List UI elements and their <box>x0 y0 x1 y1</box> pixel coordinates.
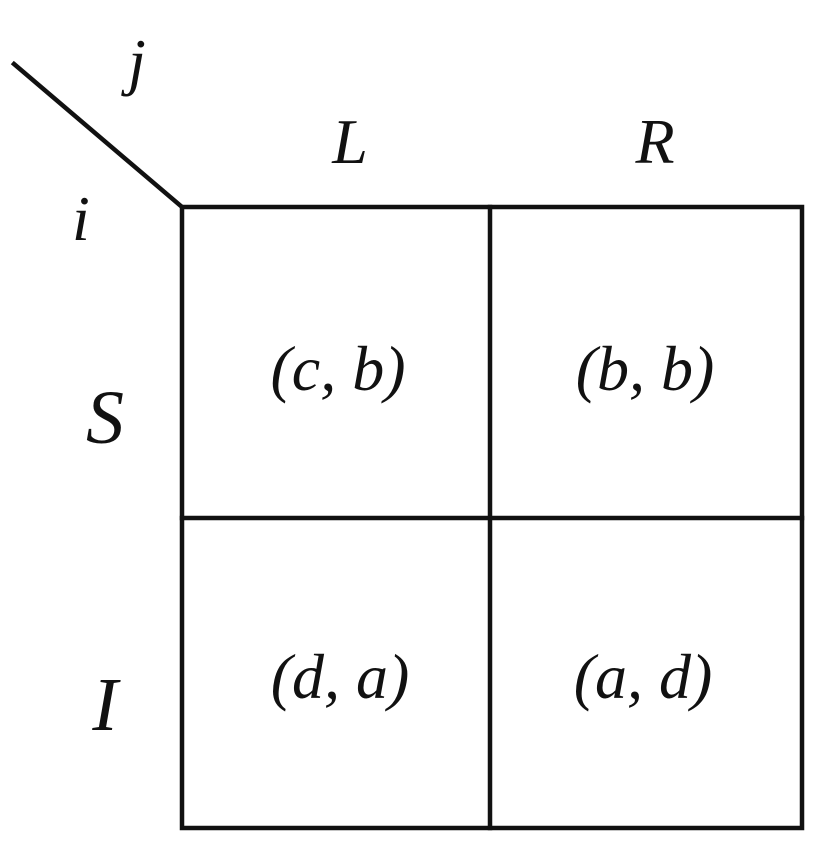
payoff-cell-s-r: (b, b) <box>576 333 715 404</box>
payoff-cell-s-l: (c, b) <box>270 333 405 404</box>
row-player-label: i <box>72 183 90 254</box>
payoff-cell-i-r: (a, d) <box>574 641 713 712</box>
row-header-i: I <box>91 663 121 747</box>
column-header-r: R <box>634 106 674 177</box>
corner-diagonal-line <box>10 60 186 211</box>
payoff-cell-i-l: (d, a) <box>271 641 410 712</box>
row-header-s: S <box>86 376 124 460</box>
column-player-label: j <box>121 26 146 97</box>
column-header-l: L <box>331 106 368 177</box>
